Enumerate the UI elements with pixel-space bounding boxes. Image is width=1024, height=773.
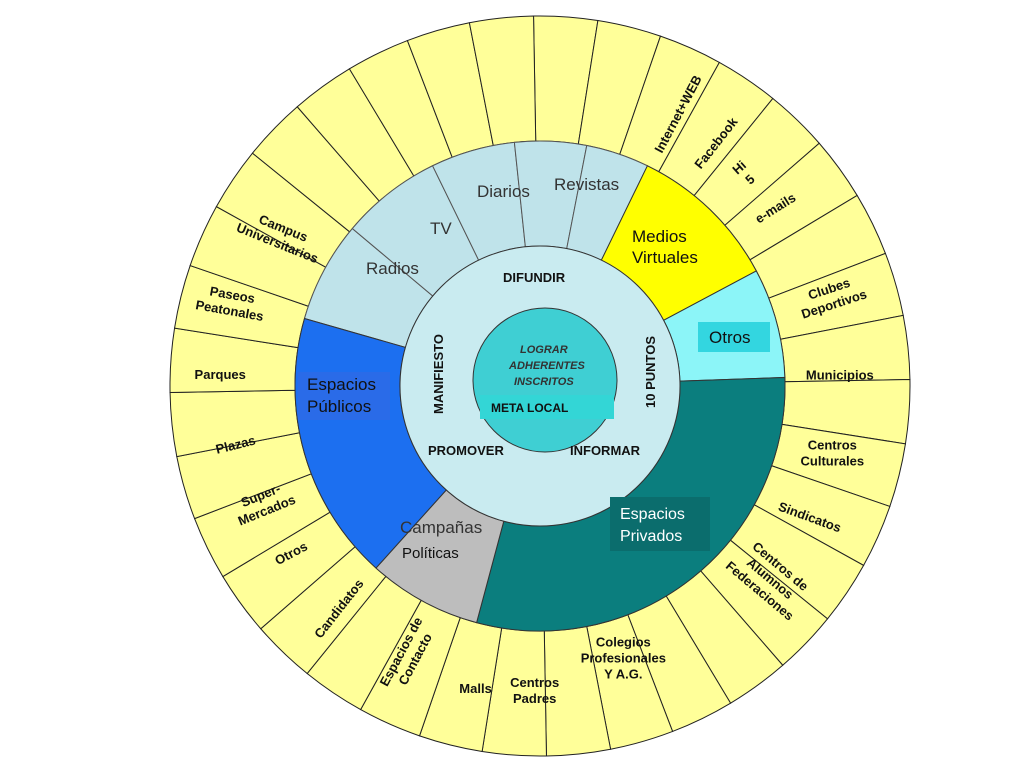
inner-label-promover: PROMOVER (428, 443, 504, 458)
espacios-publicos-label-box (298, 372, 390, 420)
espacios-publicos-label-2: Públicos (307, 397, 371, 416)
inner-label-manifiesto: MANIFIESTO (431, 334, 446, 414)
outer-ring-label: Malls (459, 681, 492, 696)
core-line-1: LOGRAR (520, 344, 568, 356)
inner-label-difundir: DIFUNDIR (503, 270, 566, 285)
media-label-diarios: Diarios (477, 182, 530, 201)
otros-label: Otros (709, 328, 751, 347)
campanas-label-1: Campañas (400, 518, 482, 537)
media-label-radios: Radios (366, 259, 419, 278)
media-ring (303, 140, 649, 349)
outer-ring (169, 15, 911, 757)
media-label-tv: TV (430, 219, 452, 238)
core-line-2: ADHERENTES (508, 360, 585, 372)
outer-ring-label: Municipios (806, 368, 874, 383)
meta-local-box (480, 395, 614, 419)
espacios-privados-label-box (610, 497, 710, 551)
campanas-label-2: Políticas (402, 545, 459, 562)
espacios-privados-label-2: Privados (620, 528, 682, 545)
espacios-privados-label-1: Espacios (620, 506, 685, 523)
media-label-revistas: Revistas (554, 175, 619, 194)
inner-label-10-puntos: 10 PUNTOS (643, 336, 658, 408)
core-line-3: INSCRITOS (514, 376, 574, 388)
meta-local-label: META LOCAL (491, 401, 568, 415)
otros-label-box (698, 322, 770, 352)
medios-virtuales-label-2: Virtuales (632, 248, 698, 267)
espacios-publicos-label-1: Espacios (307, 375, 376, 394)
outer-ring-label: Parques (195, 367, 246, 382)
medios-virtuales-label-1: Medios (632, 227, 687, 246)
inner-label-informar: INFORMAR (570, 443, 641, 458)
